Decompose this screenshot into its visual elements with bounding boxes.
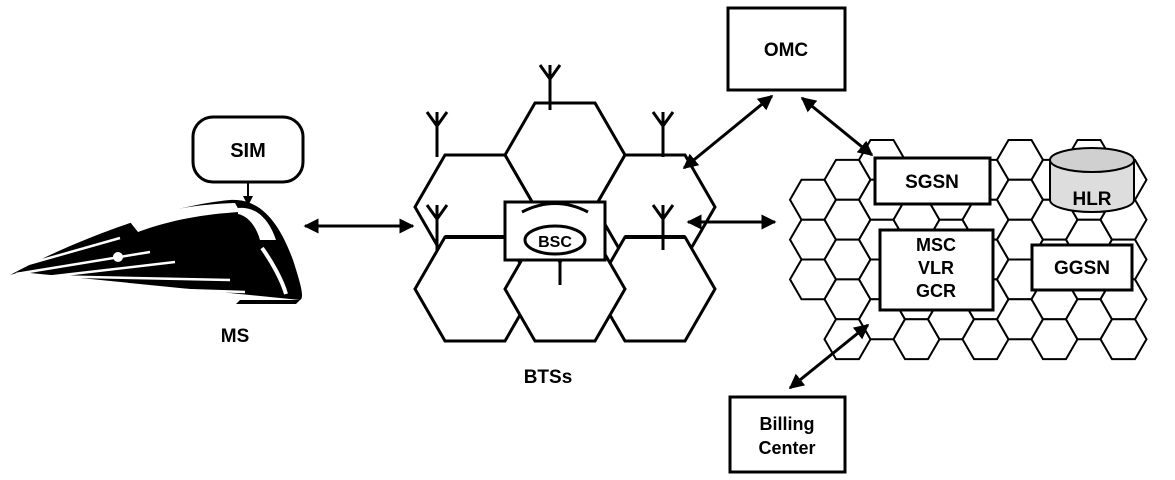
antenna-icon: [425, 204, 449, 250]
vlr-label: VLR: [918, 258, 954, 278]
sim-node: SIM: [191, 115, 305, 184]
train-icon: [10, 199, 303, 304]
billing-center-node: Billing Center: [728, 395, 847, 474]
btss-label: BTSs: [524, 367, 573, 388]
hlr-node: HLR: [1049, 147, 1135, 213]
billing-label-line2: Center: [758, 438, 815, 458]
msc-label: MSC: [916, 235, 956, 255]
bts-omc-arrow: [682, 94, 774, 170]
sgsn-label: SGSN: [905, 172, 959, 193]
core-network-cell: [1099, 318, 1148, 361]
bsc-label: BSC: [538, 234, 572, 251]
omc-node: OMC: [726, 6, 847, 92]
sgsn-node: SGSN: [873, 156, 992, 206]
antenna-icon: [651, 204, 675, 250]
ggsn-label: GGSN: [1054, 258, 1110, 279]
connection-arrows: [303, 94, 874, 390]
sim-label: SIM: [230, 140, 266, 162]
antenna-icon: [538, 64, 562, 110]
bsc-node: BSC: [503, 200, 607, 262]
bts-antennas: [425, 64, 685, 285]
billing-label-line1: Billing: [760, 414, 815, 434]
antenna-icon: [425, 111, 449, 157]
gcr-label: GCR: [916, 281, 956, 301]
billing-core-arrow: [788, 323, 870, 390]
msc-vlr-gcr-node: MSC VLR GCR: [878, 228, 995, 312]
antenna-icon: [651, 111, 675, 157]
ggsn-node: GGSN: [1030, 243, 1134, 292]
ms-label: MS: [221, 326, 250, 347]
database-cylinder-icon: [1049, 160, 1135, 213]
omc-sgsn-arrow: [800, 96, 874, 157]
hlr-label: HLR: [1072, 189, 1111, 210]
omc-label: OMC: [764, 40, 809, 61]
